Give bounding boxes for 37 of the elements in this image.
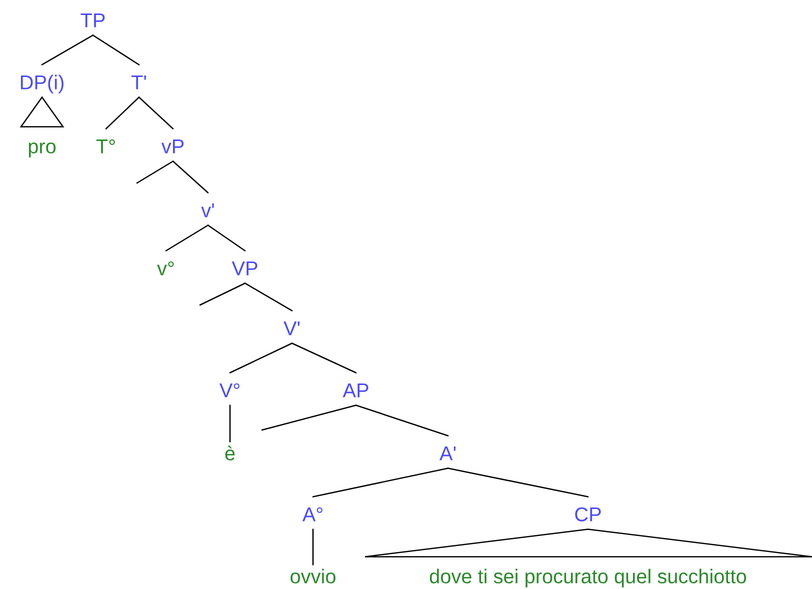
branch-line	[136, 160, 174, 184]
branch-line	[244, 282, 293, 312]
branch-line	[41, 34, 94, 66]
category-label: V°	[219, 383, 240, 398]
branch-line	[261, 404, 357, 431]
branch-line	[312, 528, 314, 566]
word-label: pro	[28, 142, 56, 158]
branch-line	[229, 342, 293, 374]
branch-line	[291, 342, 357, 374]
branch-line	[165, 224, 209, 252]
branch-line	[105, 96, 140, 130]
branch-line	[355, 404, 449, 436]
category-label: TP	[80, 14, 105, 28]
word-label: T°	[96, 139, 115, 154]
category-label: A'	[440, 446, 456, 460]
branch-line	[138, 96, 174, 130]
branch-line	[229, 404, 231, 442]
category-label: V'	[284, 322, 300, 336]
category-label: AP	[342, 384, 368, 398]
word-label: v°	[157, 261, 174, 276]
category-label: A°	[302, 507, 322, 522]
word-label: dove ti sei procurato quel succhiotto	[430, 568, 746, 588]
category-label: CP	[575, 507, 601, 522]
roof-triangle	[364, 528, 812, 558]
word-label: ovvio	[290, 568, 336, 584]
word-label: è	[225, 446, 235, 460]
category-label: v'	[201, 204, 214, 218]
branch-line	[199, 282, 246, 306]
category-label: DP(i)	[20, 74, 64, 94]
branch-line	[447, 468, 589, 498]
category-label: VP	[232, 262, 258, 276]
branch-line	[172, 160, 209, 194]
branch-line	[207, 224, 246, 252]
branch-line	[312, 468, 449, 498]
branch-line	[92, 34, 140, 66]
category-label: vP	[161, 140, 184, 154]
category-label: T'	[131, 76, 146, 90]
